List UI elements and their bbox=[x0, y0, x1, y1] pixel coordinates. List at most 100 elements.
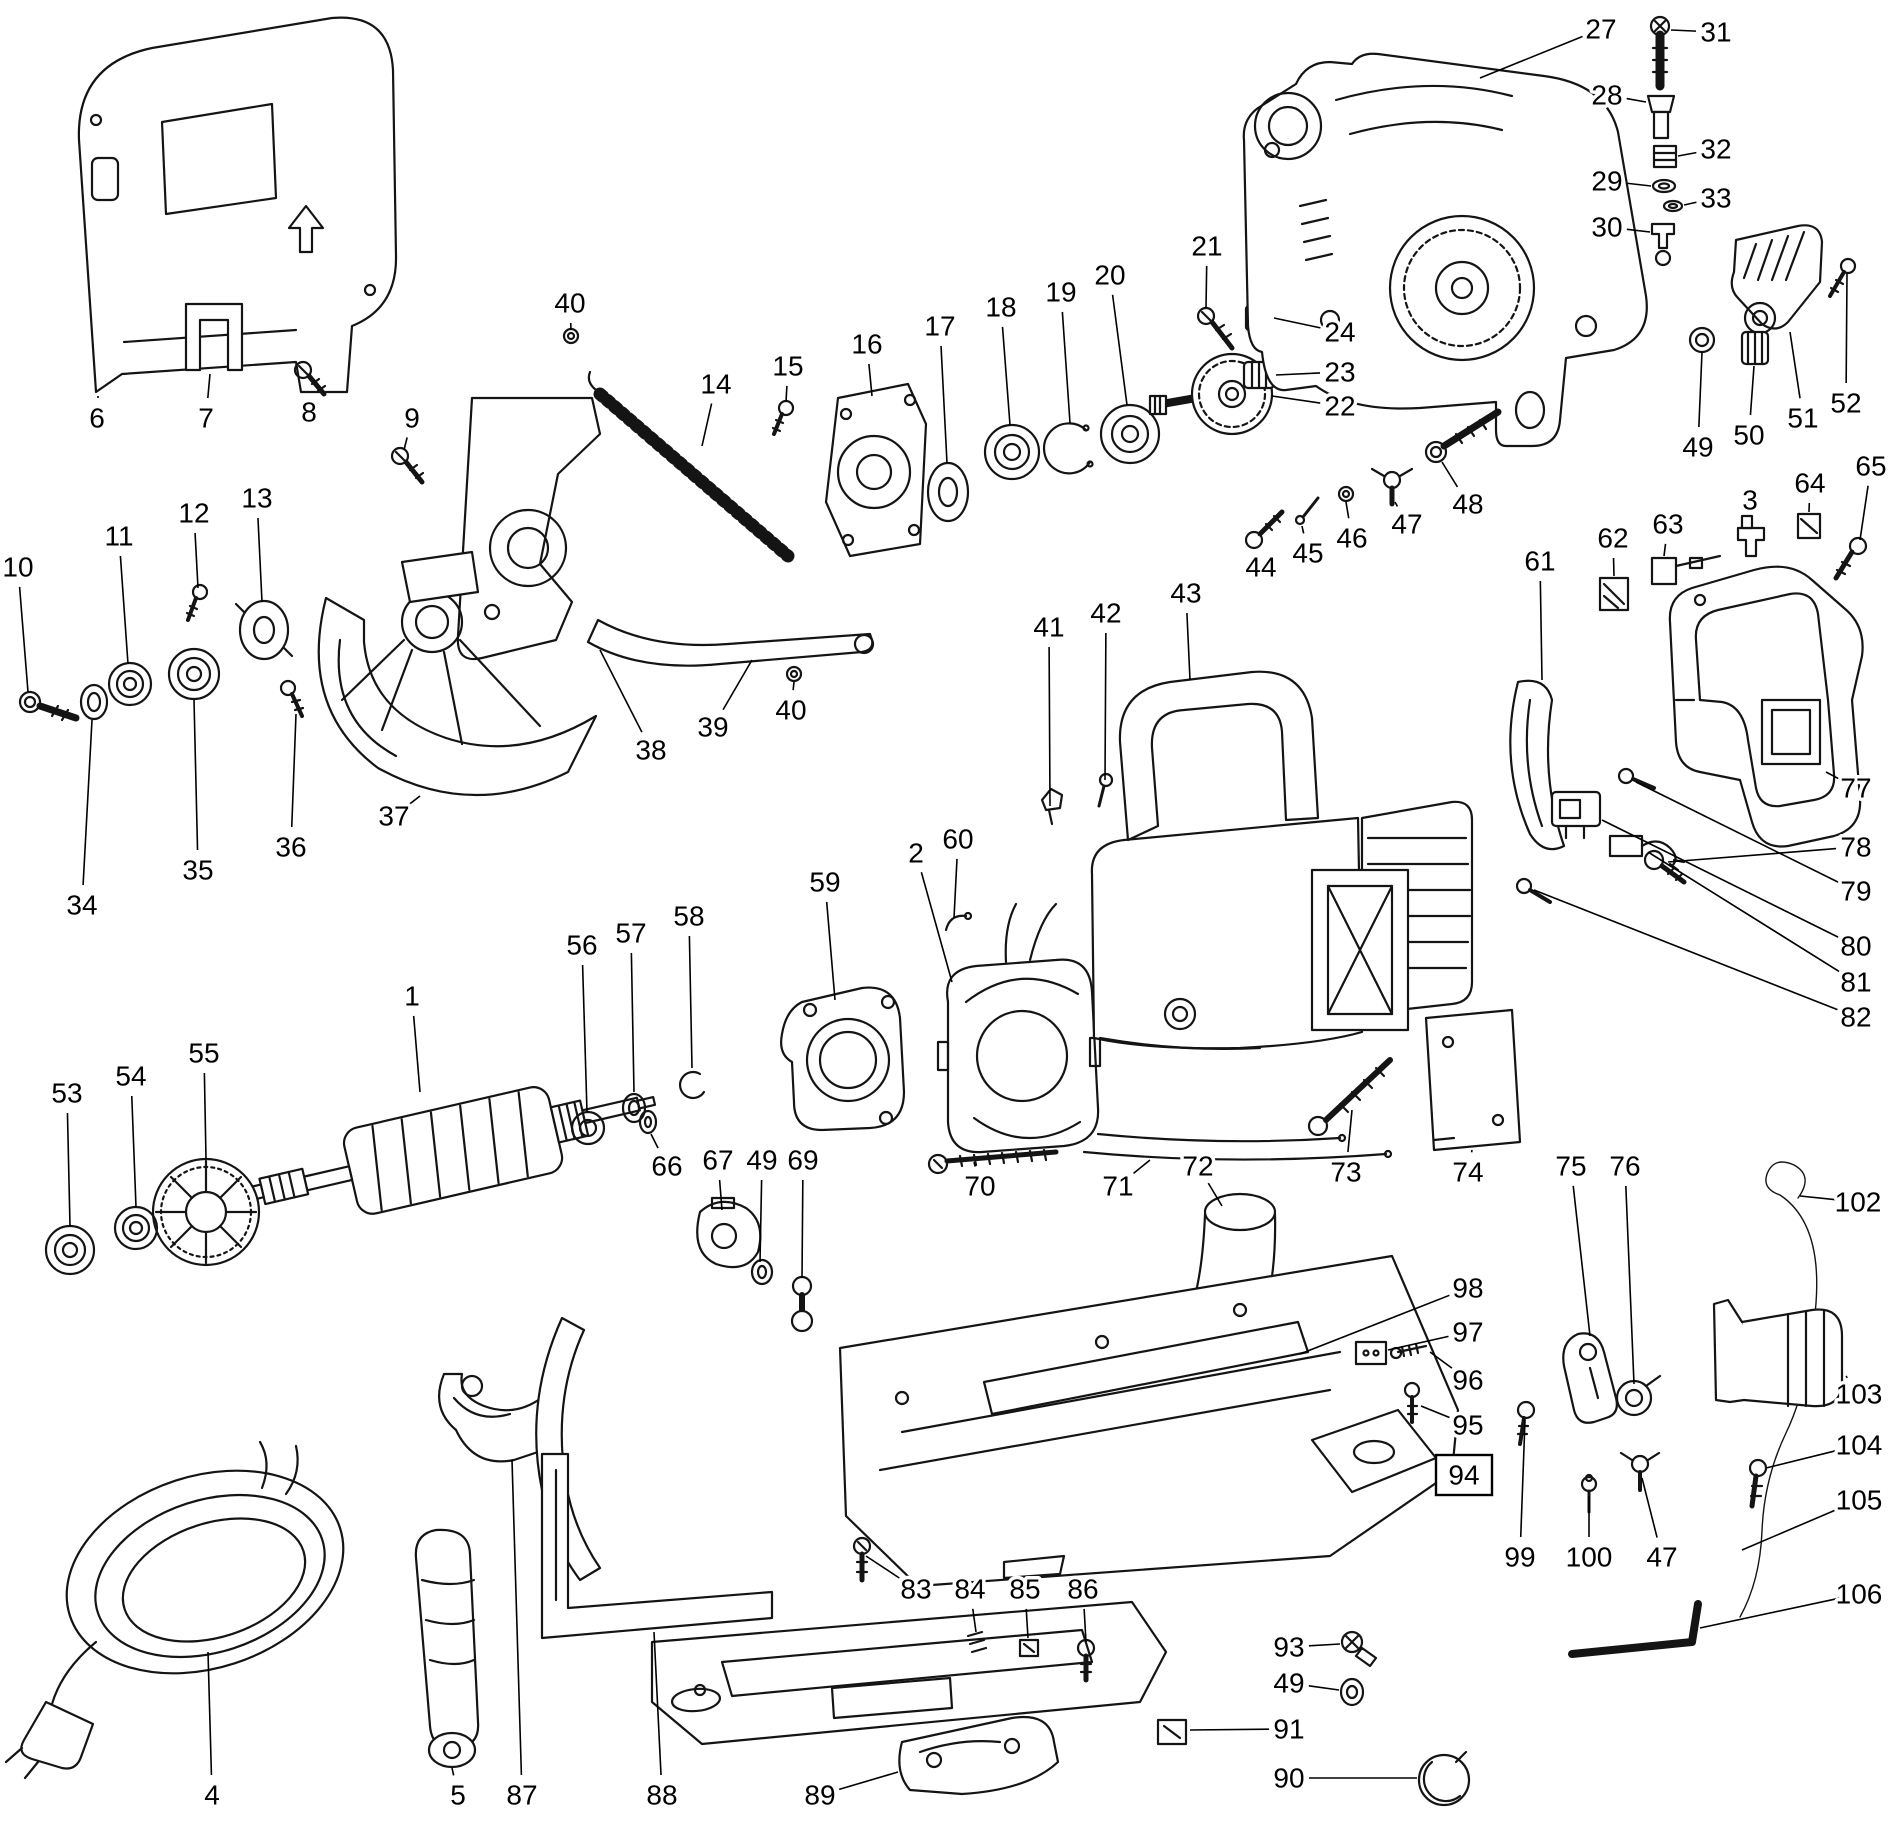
nut-40-lower bbox=[785, 665, 803, 683]
part-number-label: 13 bbox=[241, 483, 272, 514]
bolt-48 bbox=[1424, 408, 1502, 464]
leader-line bbox=[1741, 1507, 1841, 1551]
screw-36 bbox=[279, 679, 305, 718]
leader-line bbox=[207, 373, 211, 399]
switch-block-80 bbox=[1550, 790, 1602, 840]
nut-49-upper bbox=[1688, 326, 1716, 354]
part-number-label: 50 bbox=[1733, 420, 1764, 451]
callout-49: 49 bbox=[743, 1141, 781, 1263]
part-number-label: 27 bbox=[1585, 14, 1616, 45]
callout-65: 65 bbox=[1852, 447, 1890, 541]
callout-88: 88 bbox=[643, 1631, 681, 1814]
screw-79 bbox=[1617, 767, 1656, 790]
leader-line bbox=[409, 795, 421, 805]
callout-39: 39 bbox=[694, 659, 753, 746]
leader-line bbox=[759, 1179, 763, 1263]
leader-line bbox=[1133, 1159, 1151, 1175]
leader-line bbox=[290, 713, 297, 828]
screw-9 bbox=[390, 446, 425, 485]
leader-line bbox=[1189, 1728, 1270, 1731]
part-number-label: 47 bbox=[1646, 1542, 1677, 1573]
baseplate bbox=[838, 1254, 1460, 1588]
callout-32: 32 bbox=[1677, 130, 1735, 168]
leader-line bbox=[838, 1771, 899, 1791]
lever-75 bbox=[1562, 1332, 1618, 1424]
part-number-label: 86 bbox=[1067, 1574, 1098, 1605]
callout-15: 15 bbox=[769, 347, 807, 403]
callout-84: 84 bbox=[951, 1570, 989, 1633]
motor-housing bbox=[1090, 670, 1474, 1050]
part-number-label: 87 bbox=[506, 1780, 537, 1811]
part-number-label: 88 bbox=[646, 1780, 677, 1811]
part-number-label: 62 bbox=[1597, 523, 1628, 554]
washer-34 bbox=[79, 683, 109, 721]
leader-line bbox=[1387, 1335, 1449, 1351]
clip-41 bbox=[1040, 787, 1064, 826]
washer-49-lower bbox=[1339, 1677, 1365, 1707]
part-number-label: 99 bbox=[1504, 1542, 1535, 1573]
part-number-label: 45 bbox=[1292, 538, 1323, 569]
pin-45 bbox=[1294, 496, 1320, 526]
leader-line bbox=[1441, 461, 1459, 488]
part-number-label: 94 bbox=[1448, 1460, 1479, 1491]
leader-line bbox=[1845, 273, 1848, 384]
leader-line bbox=[581, 964, 588, 1113]
part-number-label: 44 bbox=[1245, 552, 1276, 583]
part-number-label: 22 bbox=[1324, 391, 1355, 422]
callout-69: 69 bbox=[784, 1141, 822, 1279]
leader-line bbox=[1345, 501, 1350, 519]
part-number-label: 30 bbox=[1591, 212, 1622, 243]
part-number-label: 11 bbox=[104, 521, 133, 552]
leader-line bbox=[82, 719, 93, 886]
part-number-label: 69 bbox=[787, 1145, 818, 1176]
part-number-label: 40 bbox=[554, 288, 585, 319]
block-91 bbox=[1156, 1718, 1188, 1746]
gear-housing bbox=[1242, 52, 1648, 448]
flange-washer-13 bbox=[234, 599, 294, 661]
callout-40: 40 bbox=[551, 284, 589, 331]
leader-line bbox=[1048, 646, 1051, 807]
part-number-label: 47 bbox=[1391, 509, 1422, 540]
part-number-label: 17 bbox=[924, 311, 955, 342]
cap-90 bbox=[1417, 1750, 1471, 1807]
leader-line bbox=[1641, 1477, 1658, 1538]
bearing-bracket-59 bbox=[780, 986, 906, 1132]
leader-line bbox=[1572, 1185, 1591, 1337]
leader-line bbox=[1859, 485, 1869, 541]
part-number-label: 24 bbox=[1324, 317, 1355, 348]
leader-line bbox=[1845, 1375, 1848, 1379]
leader-line bbox=[1625, 1185, 1635, 1385]
part-number-label: 12 bbox=[178, 498, 209, 529]
part-number-label: 16 bbox=[851, 329, 882, 360]
callout-98: 98 bbox=[1299, 1269, 1487, 1355]
callout-75: 75 bbox=[1552, 1147, 1591, 1337]
part-number-label: 35 bbox=[182, 855, 213, 886]
part-number-label: 64 bbox=[1794, 468, 1825, 499]
cable-102 bbox=[1739, 1161, 1818, 1618]
callout-18: 18 bbox=[982, 288, 1020, 426]
pin-30 bbox=[1650, 222, 1676, 267]
callout-93: 93 bbox=[1270, 1628, 1341, 1666]
snap-ring-19 bbox=[1042, 422, 1094, 475]
snap-ring-58 bbox=[679, 1070, 706, 1100]
coil-spring bbox=[587, 370, 795, 563]
bearing-56 bbox=[570, 1110, 606, 1146]
washer-17 bbox=[926, 461, 970, 523]
leader-line bbox=[257, 517, 263, 603]
screw-12 bbox=[185, 583, 209, 622]
screw-83 bbox=[852, 1536, 872, 1583]
leader-line bbox=[194, 532, 199, 589]
callout-49: 49 bbox=[1270, 1664, 1340, 1702]
callout-16: 16 bbox=[848, 325, 886, 397]
part-number-label: 49 bbox=[1682, 432, 1713, 463]
part-number-label: 21 bbox=[1191, 231, 1222, 262]
part-number-label: 95 bbox=[1452, 1410, 1483, 1441]
leader-line bbox=[1394, 501, 1399, 507]
part-number-label: 105 bbox=[1836, 1485, 1883, 1516]
leader-line bbox=[1347, 1109, 1353, 1153]
leader-line bbox=[1635, 781, 1839, 883]
screw-8 bbox=[293, 360, 327, 397]
callout-59: 59 bbox=[806, 863, 844, 1001]
part-number-label: 106 bbox=[1836, 1579, 1883, 1610]
end-bracket-89 bbox=[898, 1715, 1060, 1796]
